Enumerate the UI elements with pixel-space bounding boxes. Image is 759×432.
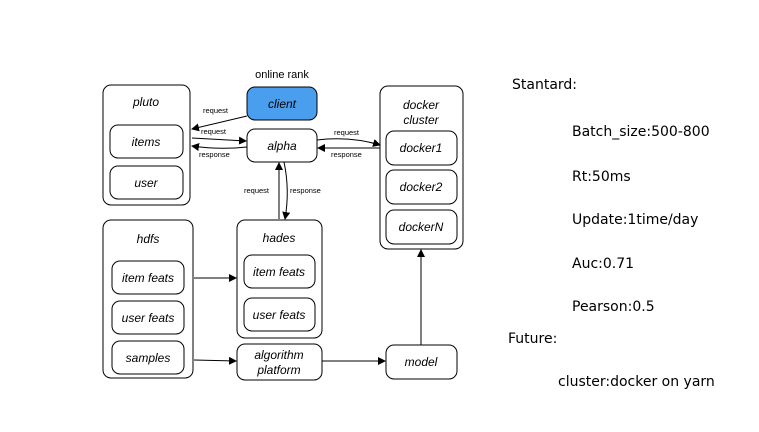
rt-text: Rt:50ms [572,169,631,185]
pluto-items-label: items [132,135,161,149]
hades-user-feats-node [243,297,316,332]
pluto-to-alpha-arrow [191,136,247,145]
hdfs-user-feats-node [111,300,185,335]
alpha-to-docker-label: request [334,128,360,137]
hades-user-feats-label: user feats [253,308,306,322]
cluster-text: cluster:docker on yarn [558,374,715,390]
alpha-to-pluto-arrow [191,143,248,151]
pluto-to-alpha-label: request [201,127,227,136]
hdfs-to-algorithm-platform-arrow [193,356,237,365]
model-node: model [385,344,458,380]
alpha-to-hades-arrow [282,161,291,220]
pluto-items-node [109,124,184,159]
dockerN-node [385,209,458,245]
algorithm-platform-label-2: platform [256,363,300,377]
hdfs-samples-label: samples [126,351,171,365]
client-label: client [268,97,297,111]
docker1-label: docker1 [400,141,443,155]
client-to-pluto-label: request [203,106,229,115]
model-label: model [405,355,438,369]
pluto-title: pluto [132,95,159,109]
alpha-to-docker-arrow [316,138,381,147]
alpha-node: alpha [246,128,318,163]
docker1-node [385,130,458,166]
dockerN-label: dockerN [399,220,444,234]
architecture-diagram: online rank pluto items user client alph… [102,69,464,381]
auc-text: Auc:0.71 [572,256,635,272]
pluto-user-node [109,165,184,200]
hdfs-box: hdfs item feats user feats samples [102,219,194,379]
hades-item-feats-label: item feats [253,265,305,279]
client-node: client [246,86,318,121]
docker-cluster-title-1: docker [403,98,440,112]
docker2-label: docker2 [400,180,443,194]
hdfs-title: hdfs [137,232,160,246]
pearson-text: Pearson:0.5 [572,299,655,315]
client-to-pluto-arrow [191,115,248,132]
hades-item-feats-node [243,254,316,289]
docker-cluster-title-2: cluster [403,113,439,127]
hdfs-item-feats-label: item feats [122,271,174,285]
alpha-label: alpha [267,139,297,153]
alpha-to-hades-label: request [244,186,270,195]
batch-size-text: Batch_size:500-800 [572,124,710,140]
hades-to-alpha-label: response [290,186,321,195]
hdfs-samples-node [111,340,185,375]
docker-to-alpha-label: response [331,150,362,159]
hdfs-item-feats-node [111,260,185,295]
pluto-box: pluto items user [102,84,191,206]
alpha-to-pluto-label: response [199,150,230,159]
hades-title: hades [263,231,296,245]
docker2-node [385,169,458,205]
update-text: Update:1time/day [572,212,699,228]
algorithm-platform-label-1: algorithm [254,348,303,362]
algorithm-platform-node: algorithm platform [236,343,323,381]
online-rank-label: online rank [255,69,309,81]
hades-box: hades item feats user feats [236,219,323,339]
future-heading: Future: [508,331,558,347]
pluto-user-label: user [134,176,158,190]
docker-cluster-box: docker cluster docker1 docker2 dockerN [379,85,464,250]
standard-heading: Stantard: [512,77,578,93]
hdfs-user-feats-label: user feats [122,311,175,325]
